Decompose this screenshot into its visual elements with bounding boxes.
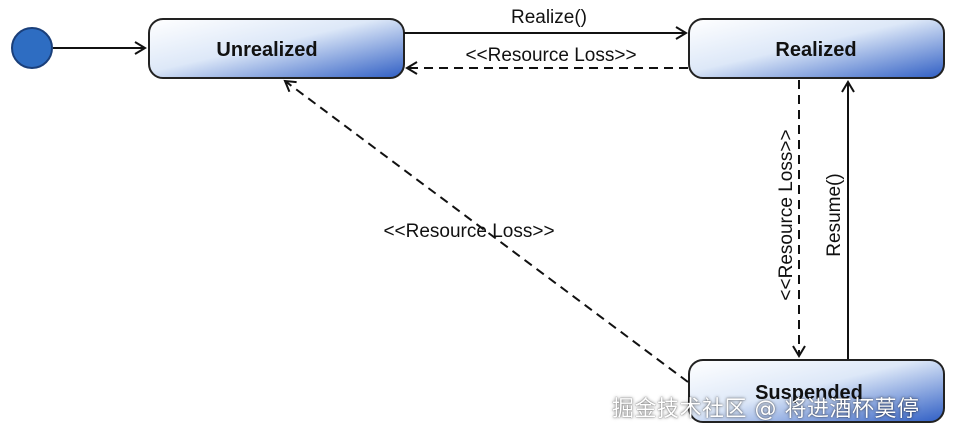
transition-resource-loss-vertical-label: <<Resource Loss>> [776,129,797,300]
transition-resume-label: Resume() [824,173,845,256]
state-realized-label: Realized [775,39,856,61]
transition-resource-loss-diagonal-arrow [283,79,689,383]
transition-realize-label: Realize() [511,7,587,28]
transition-resource-loss-top-label: <<Resource Loss>> [465,45,636,66]
state-unrealized-label: Unrealized [216,39,317,61]
state-realized: Realized [688,18,945,79]
initial-node [11,27,53,69]
state-suspended-label: Suspended [755,382,863,404]
state-suspended: Suspended [688,359,945,423]
watermark-text: 掘金技术社区 @ 将进酒杯莫停 [612,397,920,422]
transition-resource-loss-diagonal-label: <<Resource Loss>> [383,221,554,242]
state-unrealized: Unrealized [148,18,405,79]
